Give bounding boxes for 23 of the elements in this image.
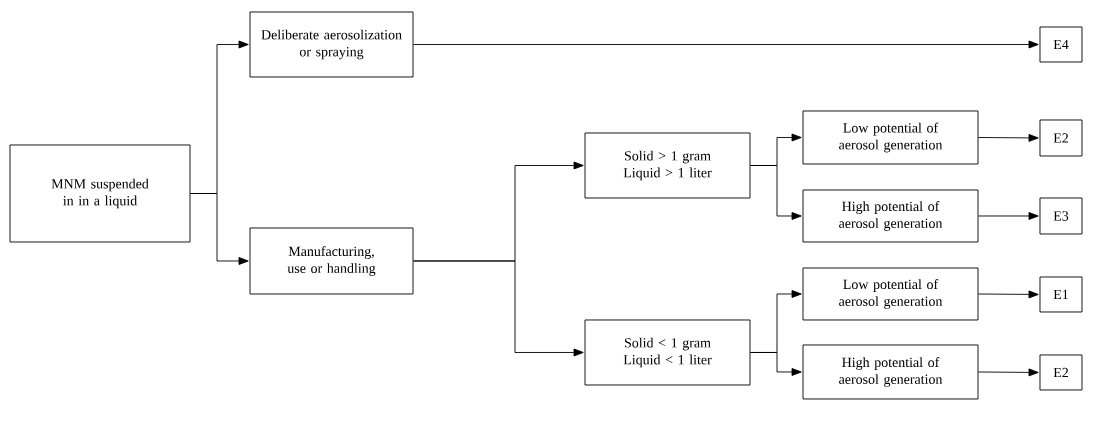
result-box: E4: [1039, 26, 1083, 63]
result-box: E3: [1039, 197, 1083, 235]
arrow: [750, 352, 802, 376]
process-box: High potential of aerosol generation: [802, 189, 979, 243]
process-box: Solid > 1 gram Liquid > 1 liter: [584, 132, 751, 199]
arrow: [413, 40, 1039, 49]
arrow: [978, 212, 1039, 220]
result-box: E1: [1039, 276, 1083, 313]
process-box: Low potential of aerosol generation: [802, 110, 979, 165]
process-box: Low potential of aerosol generation: [802, 267, 979, 321]
process-box: High potential of aerosol generation: [802, 344, 979, 400]
arrow: [190, 193, 249, 265]
arrow: [413, 260, 584, 357]
arrow: [978, 368, 1039, 377]
process-box: Solid < 1 gram Liquid < 1 liter: [584, 319, 751, 386]
arrow: [750, 165, 802, 220]
process-box: Deliberate aerosolization or spraying: [249, 11, 414, 78]
result-box: E2: [1039, 119, 1083, 157]
result-box: E2: [1039, 354, 1083, 391]
arrow: [978, 134, 1039, 142]
process-box: MNM suspended in in a liquid: [9, 144, 191, 243]
arrow: [978, 290, 1039, 299]
process-box: Manufacturing, use or handling: [249, 227, 414, 295]
